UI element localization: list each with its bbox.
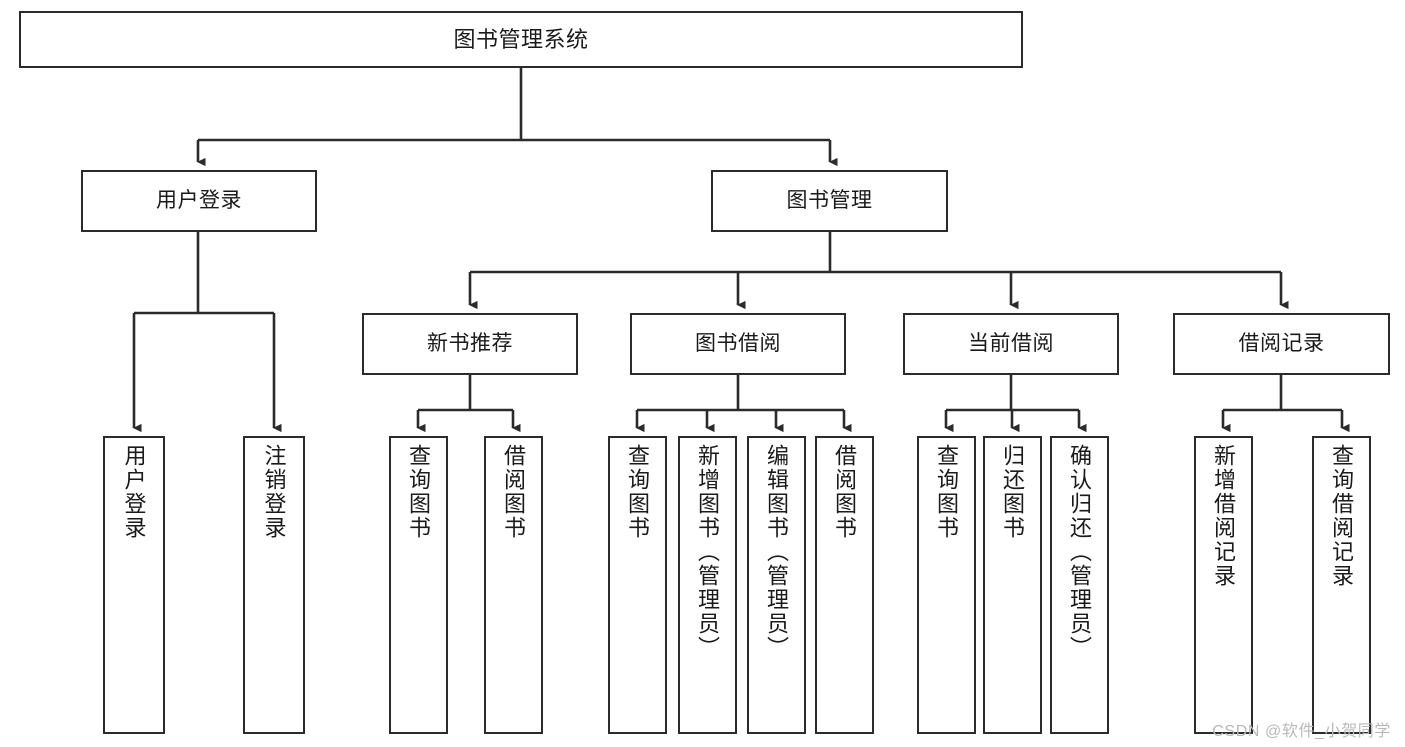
node-root-system[interactable]: 图书管理系统 — [19, 11, 1023, 68]
leaf-new-book-recommend-1[interactable]: 借阅图书 — [484, 436, 543, 734]
leaf-label: 编辑图书（管理员） — [764, 444, 790, 660]
leaf-book-borrow-3[interactable]: 借阅图书 — [815, 436, 874, 734]
leaf-current-borrow-0[interactable]: 查询图书 — [917, 436, 976, 734]
leaf-label: 新增图书（管理员） — [695, 444, 721, 660]
leaf-label: 注销登录 — [261, 444, 287, 540]
node-book-borrow[interactable]: 图书借阅 — [630, 313, 846, 375]
leaf-book-borrow-0[interactable]: 查询图书 — [608, 436, 667, 734]
leaf-user-login-0[interactable]: 用户登录 — [103, 436, 165, 734]
leaf-label: 查询图书 — [934, 444, 960, 540]
leaf-book-borrow-2[interactable]: 编辑图书（管理员） — [747, 436, 806, 734]
leaf-borrow-record-0[interactable]: 新增借阅记录 — [1194, 436, 1253, 734]
leaf-book-borrow-1[interactable]: 新增图书（管理员） — [678, 436, 737, 734]
leaf-label: 查询图书 — [406, 444, 432, 540]
leaf-label: 归还图书 — [1000, 444, 1026, 540]
leaf-borrow-record-1[interactable]: 查询借阅记录 — [1312, 436, 1371, 734]
leaf-label: 新增借阅记录 — [1211, 444, 1237, 588]
leaf-user-login-1[interactable]: 注销登录 — [243, 436, 305, 734]
node-user-login[interactable]: 用户登录 — [81, 170, 317, 232]
node-label: 借阅记录 — [1238, 331, 1325, 355]
leaf-label: 查询图书 — [625, 444, 651, 540]
node-label: 新书推荐 — [427, 331, 513, 355]
node-label: 用户登录 — [156, 188, 242, 212]
node-label: 图书借阅 — [695, 331, 781, 355]
node-borrow-record[interactable]: 借阅记录 — [1173, 313, 1390, 375]
node-label: 图书管理系统 — [453, 26, 589, 52]
node-current-borrow[interactable]: 当前借阅 — [903, 313, 1119, 375]
node-book-manage[interactable]: 图书管理 — [711, 170, 948, 232]
node-label: 当前借阅 — [968, 331, 1054, 355]
csdn-watermark: CSDN @软件_小贺同学 — [1212, 723, 1391, 740]
leaf-label: 用户登录 — [121, 444, 147, 540]
node-label: 图书管理 — [786, 188, 873, 212]
leaf-label: 借阅图书 — [501, 444, 527, 540]
leaf-label: 借阅图书 — [832, 444, 858, 540]
leaf-current-borrow-2[interactable]: 确认归还（管理员） — [1050, 436, 1109, 734]
node-new-book-recommend[interactable]: 新书推荐 — [362, 313, 578, 375]
leaf-label: 确认归还（管理员） — [1067, 444, 1093, 660]
leaf-new-book-recommend-0[interactable]: 查询图书 — [389, 436, 448, 734]
leaf-current-borrow-1[interactable]: 归还图书 — [983, 436, 1042, 734]
leaf-label: 查询借阅记录 — [1329, 444, 1355, 588]
